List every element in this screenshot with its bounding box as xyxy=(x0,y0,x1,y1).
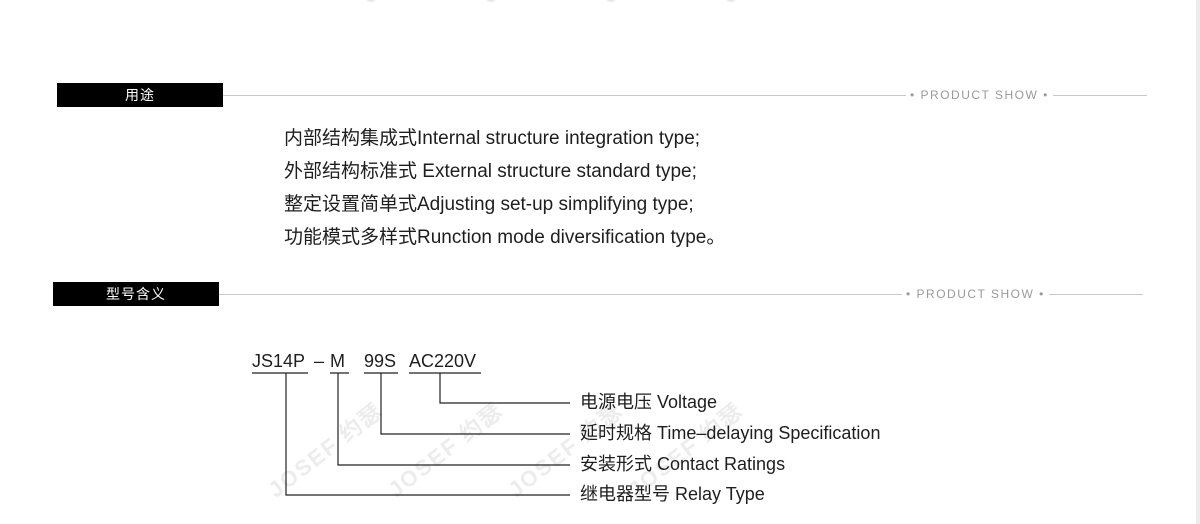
page-edge xyxy=(1196,0,1200,524)
bracket-time xyxy=(380,373,570,435)
tag-dot: • xyxy=(906,287,912,301)
code-separator: – xyxy=(314,351,325,371)
usage-section-tab: 用途 xyxy=(57,83,223,107)
decor-dot xyxy=(726,0,736,2)
label-relay-type: 继电器型号 Relay Type xyxy=(580,484,765,504)
usage-line: 功能模式多样式Runction mode diversification typ… xyxy=(284,227,726,248)
bracket-mounting xyxy=(337,373,570,466)
model-code-diagram: JOSEF 约瑟 JOSEF 约瑟 JOSEF 约瑟 JOSEF 约瑟 JS14… xyxy=(240,340,940,520)
label-time-delay: 延时规格 Time–delaying Specification xyxy=(580,423,881,443)
tag-text: PRODUCT SHOW xyxy=(916,287,1035,301)
decor-dot xyxy=(366,0,376,2)
tag-dot: • xyxy=(1039,287,1045,301)
model-section-rule xyxy=(219,294,1143,295)
usage-list: 内部结构集成式Internal structure integration ty… xyxy=(284,122,725,254)
model-section-tab: 型号含义 xyxy=(53,282,219,306)
label-mounting: 安装形式 Contact Ratings xyxy=(580,454,786,474)
bracket-relay xyxy=(285,373,570,496)
code-part-time: 99S xyxy=(364,351,397,371)
decor-dot xyxy=(606,0,616,2)
code-part-mounting: M xyxy=(330,351,345,371)
code-part-model: JS14P xyxy=(252,351,306,371)
decor-dot xyxy=(486,0,496,2)
usage-line: 整定设置简单式Adjusting set-up simplifying type… xyxy=(284,194,694,215)
label-voltage: 电源电压 Voltage xyxy=(580,392,718,412)
tag-dot: • xyxy=(1043,88,1049,102)
usage-product-show-tag: • PRODUCT SHOW • xyxy=(906,87,1053,103)
usage-section-rule xyxy=(223,95,1147,96)
usage-line: 外部结构标准式 External structure standard type… xyxy=(284,161,697,182)
bracket-lines xyxy=(252,372,570,496)
usage-line: 内部结构集成式Internal structure integration ty… xyxy=(284,128,701,149)
code-part-voltage: AC220V xyxy=(409,351,477,371)
tag-dot: • xyxy=(910,88,916,102)
tag-text: PRODUCT SHOW xyxy=(920,88,1039,102)
model-product-show-tag: • PRODUCT SHOW • xyxy=(902,286,1049,302)
bracket-voltage xyxy=(439,373,570,404)
